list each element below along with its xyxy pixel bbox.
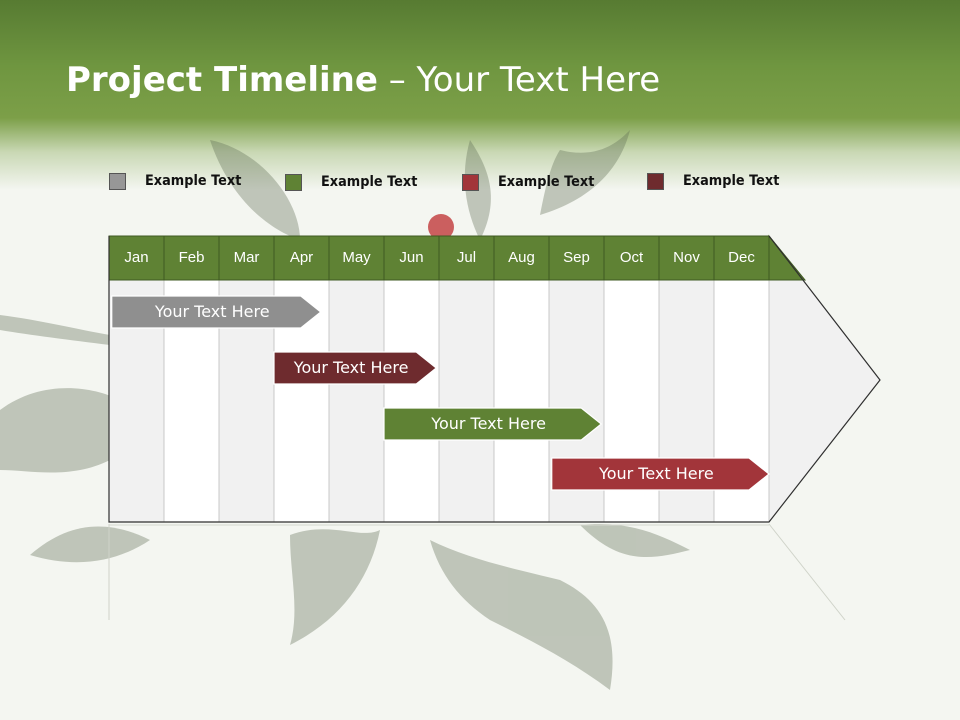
month-header-cell — [383, 235, 440, 281]
month-label: Jun — [399, 249, 424, 266]
legend-swatch — [285, 173, 302, 191]
timeline-bar — [383, 407, 603, 441]
month-header-cell — [328, 235, 385, 281]
legend-swatch — [647, 172, 664, 190]
month-header-cell — [603, 235, 660, 281]
timeline-bar — [551, 457, 770, 491]
reflection-line — [768, 523, 846, 621]
legend-item: Example Text — [285, 172, 426, 192]
legend-label: Example Text — [321, 174, 418, 190]
legend-label: Example Text — [498, 174, 595, 190]
timeline-outline — [108, 235, 881, 523]
month-column — [383, 279, 440, 523]
month-header-cell — [713, 235, 770, 281]
month-label: Aug — [508, 249, 535, 266]
month-label: Jan — [124, 249, 149, 266]
month-label: Feb — [178, 249, 205, 266]
slide-title: Project Timeline – Your Text Here — [66, 60, 660, 100]
legend-swatch — [109, 172, 126, 190]
month-label: Nov — [673, 249, 700, 266]
timeline-bar-label: Your Text Here — [599, 464, 714, 483]
legend-item: Example Text — [109, 171, 250, 191]
timeline-bar — [111, 295, 322, 329]
month-header-cell — [493, 235, 550, 281]
month-header-cell — [548, 235, 605, 281]
month-label: May — [342, 249, 371, 266]
month-column — [328, 279, 385, 523]
month-label: Mar — [233, 249, 260, 266]
month-label: Sep — [563, 249, 590, 266]
legend-swatch — [462, 173, 479, 191]
timeline-bar-label: Your Text Here — [154, 302, 270, 321]
month-column — [493, 279, 550, 523]
month-header-cell — [163, 235, 220, 281]
slide-title-bold: Project Timeline — [66, 60, 378, 100]
legend-label: Example Text — [145, 173, 242, 189]
legend-item: Example Text — [462, 172, 603, 192]
timeline-bar — [273, 351, 438, 385]
legend-label: Example Text — [683, 173, 780, 189]
month-label: Dec — [728, 249, 755, 266]
slide-title-rest: – Your Text Here — [377, 60, 661, 100]
month-label: Apr — [289, 249, 314, 266]
month-header-cell — [108, 235, 165, 281]
timeline-bar-label: Your Text Here — [431, 414, 546, 433]
timeline-bar-label: Your Text Here — [293, 358, 409, 377]
legend-item: Example Text — [647, 171, 788, 191]
month-label: Oct — [619, 249, 644, 266]
month-header-cell — [658, 235, 715, 281]
month-header-cell — [218, 235, 275, 281]
month-label: Jul — [456, 249, 477, 266]
title-banner — [0, 0, 960, 190]
month-column — [438, 279, 495, 523]
